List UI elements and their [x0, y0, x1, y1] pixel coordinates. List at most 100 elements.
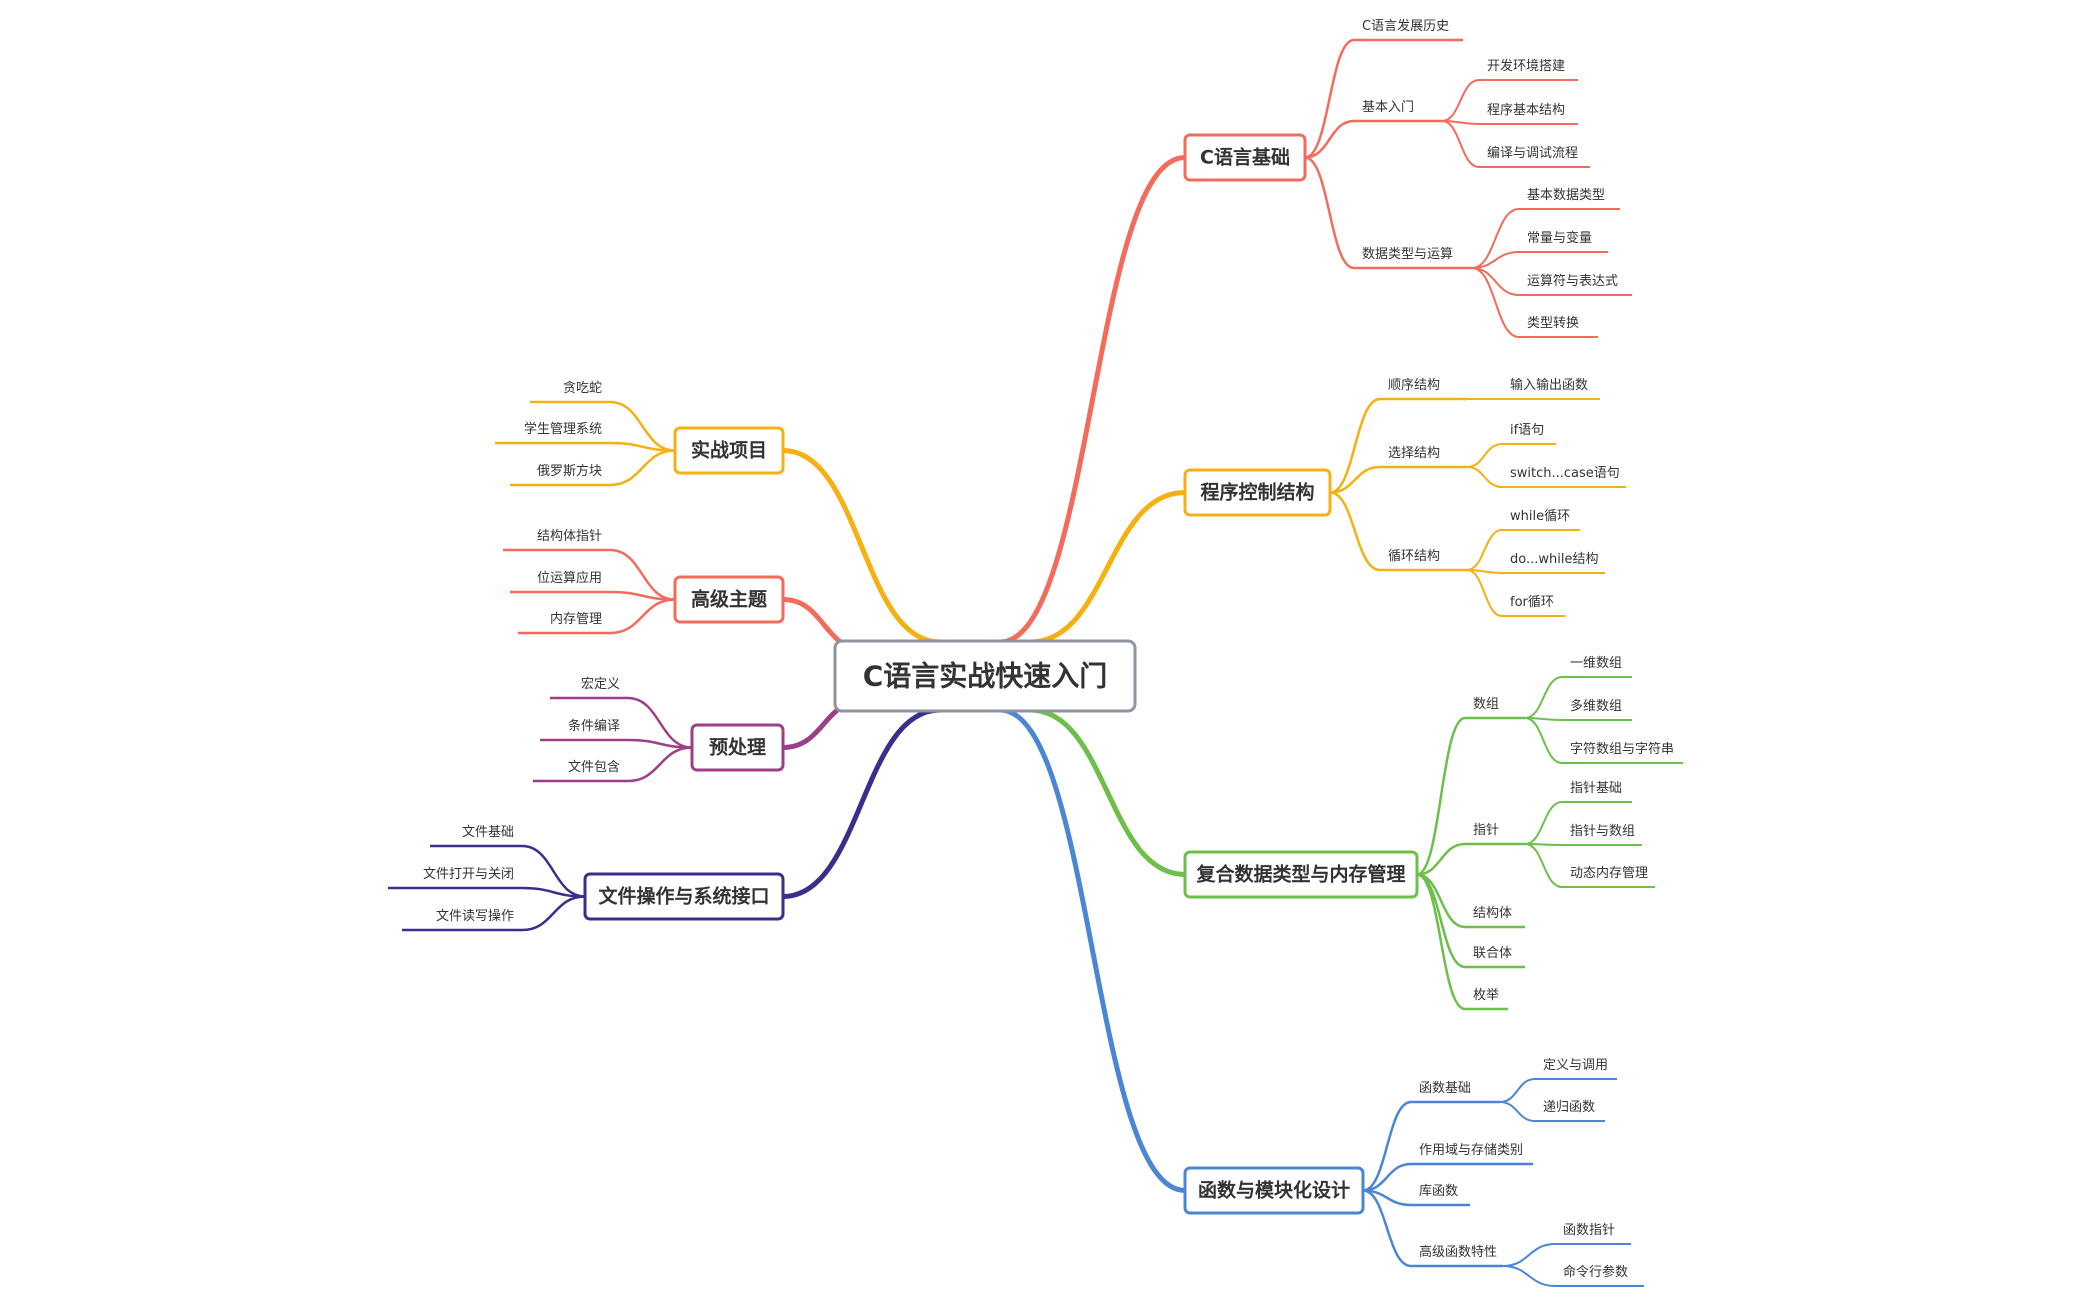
topic-projects-0[interactable]: 贪吃蛇: [563, 380, 602, 396]
child-connector: [1416, 873, 1466, 969]
branch-node-control-flow[interactable]: [1183, 468, 1332, 517]
subchild-connector: [1471, 208, 1520, 269]
branch-node-projects[interactable]: [673, 426, 785, 475]
trunk-connector: [997, 707, 1188, 1193]
topic-projects-2[interactable]: 俄罗斯方块: [537, 463, 602, 479]
subchild-connector: [1502, 1243, 1556, 1267]
topic-control-flow-0[interactable]: 顺序结构: [1388, 378, 1440, 393]
topic-control-flow-2[interactable]: 循环结构: [1388, 549, 1440, 564]
subtopic-control-flow-2-2[interactable]: for循环: [1510, 595, 1554, 610]
topic-file-ops-0[interactable]: 文件基础: [462, 825, 514, 840]
subtopic-compound-types-0-0[interactable]: 一维数组: [1570, 656, 1622, 671]
branch-node-label: 复合数据类型与内存管理: [1195, 863, 1405, 886]
topic-preprocess-2[interactable]: 文件包含: [568, 759, 620, 775]
subchild-connector: [1499, 1078, 1536, 1103]
topic-compound-types-2[interactable]: 结构体: [1473, 906, 1512, 921]
branch-node-file-ops[interactable]: [583, 872, 785, 921]
branch-node-advanced[interactable]: [673, 575, 785, 624]
child-connector: [1362, 1100, 1412, 1192]
topic-advanced-0[interactable]: 结构体指针: [537, 529, 602, 544]
child-connector: [609, 598, 676, 635]
child-connector: [1416, 842, 1466, 876]
trunk-connector: [997, 155, 1188, 645]
topic-functions-0[interactable]: 函数基础: [1419, 1081, 1471, 1096]
subtopic-compound-types-0-1[interactable]: 多维数组: [1570, 698, 1622, 714]
root-node-label: C语言实战快速入门: [863, 660, 1108, 693]
trunk-connector: [780, 448, 943, 645]
branch-node-label: 高级主题: [691, 588, 767, 611]
topic-c-basics-2[interactable]: 数据类型与运算: [1362, 247, 1453, 262]
child-connector: [1329, 491, 1381, 572]
subchild-connector: [1466, 466, 1503, 488]
topic-functions-1[interactable]: 作用域与存储类别: [1419, 1143, 1523, 1158]
child-connector: [1416, 873, 1466, 1011]
subchild-connector: [1524, 801, 1563, 845]
topic-compound-types-3[interactable]: 联合体: [1473, 946, 1512, 961]
subtopic-functions-0-1[interactable]: 递归函数: [1543, 1100, 1595, 1115]
topic-functions-3[interactable]: 高级函数特性: [1419, 1244, 1497, 1260]
connector-lines: [388, 38, 1683, 1287]
subtopic-control-flow-2-1[interactable]: do...while结构: [1510, 552, 1598, 567]
subtopic-control-flow-1-1[interactable]: switch...case语句: [1510, 466, 1620, 481]
topic-compound-types-0[interactable]: 数组: [1473, 697, 1499, 712]
branch-node-label: 文件操作与系统接口: [598, 885, 769, 908]
subtopic-functions-0-0[interactable]: 定义与调用: [1543, 1058, 1608, 1073]
topic-compound-types-4[interactable]: 枚举: [1473, 988, 1499, 1003]
branch-node-compound-types[interactable]: [1183, 850, 1419, 899]
subtopic-c-basics-1-1[interactable]: 程序基本结构: [1487, 103, 1565, 118]
branch-node-label: 实战项目: [691, 439, 767, 462]
subchild-connector: [1441, 120, 1480, 168]
subtopic-compound-types-0-2[interactable]: 字符数组与字符串: [1570, 741, 1674, 757]
subtopic-compound-types-1-2[interactable]: 动态内存管理: [1570, 865, 1648, 881]
topic-preprocess-1[interactable]: 条件编译: [568, 718, 620, 734]
topic-compound-types-1[interactable]: 指针: [1473, 823, 1499, 838]
trunk-connector: [780, 707, 943, 899]
branch-node-c-basics[interactable]: [1183, 133, 1307, 182]
subtopic-control-flow-1-0[interactable]: if语句: [1510, 423, 1544, 438]
subchild-connector: [1466, 529, 1503, 571]
child-connector: [609, 449, 676, 487]
topic-file-ops-1[interactable]: 文件打开与关闭: [423, 867, 514, 882]
topic-advanced-1[interactable]: 位运算应用: [537, 570, 602, 586]
subchild-connector: [1524, 676, 1563, 719]
topic-c-basics-1[interactable]: 基本入门: [1362, 100, 1414, 115]
subtopic-control-flow-2-0[interactable]: while循环: [1510, 509, 1570, 524]
topic-functions-2[interactable]: 库函数: [1419, 1183, 1458, 1199]
branch-node-functions[interactable]: [1183, 1166, 1365, 1215]
subtopic-functions-3-0[interactable]: 函数指针: [1563, 1223, 1615, 1238]
child-connector: [627, 738, 693, 749]
subtopic-c-basics-2-0[interactable]: 基本数据类型: [1527, 188, 1605, 203]
subchild-connector: [1502, 1265, 1556, 1287]
child-connector: [627, 696, 693, 749]
subtopic-c-basics-2-1[interactable]: 常量与变量: [1527, 230, 1592, 246]
subtopic-functions-3-1[interactable]: 命令行参数: [1563, 1264, 1628, 1280]
subtopic-compound-types-1-0[interactable]: 指针基础: [1570, 781, 1622, 796]
subtopic-c-basics-1-2[interactable]: 编译与调试流程: [1487, 146, 1578, 161]
subchild-connector: [1471, 267, 1520, 296]
branch-node-label: 程序控制结构: [1200, 481, 1314, 504]
subtopic-c-basics-2-2[interactable]: 运算符与表达式: [1527, 273, 1618, 289]
topic-control-flow-1[interactable]: 选择结构: [1388, 446, 1440, 461]
branch-node-label: C语言基础: [1200, 146, 1290, 169]
child-connector: [627, 746, 693, 783]
subtopic-c-basics-2-3[interactable]: 类型转换: [1527, 316, 1579, 331]
child-connector: [1416, 716, 1466, 876]
subchild-connector: [1466, 443, 1503, 468]
subtopic-c-basics-1-0[interactable]: 开发环境搭建: [1487, 58, 1565, 74]
subchild-connector: [1466, 569, 1503, 617]
root-node[interactable]: [833, 639, 1137, 713]
subtopic-control-flow-0-0[interactable]: 输入输出函数: [1510, 377, 1588, 393]
subchild-connector: [1524, 717, 1563, 764]
topic-c-basics-0[interactable]: C语言发展历史: [1362, 18, 1449, 34]
topic-advanced-2[interactable]: 内存管理: [550, 611, 602, 627]
topic-projects-1[interactable]: 学生管理系统: [524, 421, 602, 437]
topic-file-ops-2[interactable]: 文件读写操作: [436, 908, 514, 924]
child-connector: [1329, 465, 1381, 494]
subtopic-compound-types-1-1[interactable]: 指针与数组: [1570, 824, 1635, 839]
child-connector: [609, 400, 676, 452]
branch-node-preprocess[interactable]: [690, 723, 785, 772]
topic-preprocess-0[interactable]: 宏定义: [581, 677, 620, 692]
child-connector: [521, 895, 586, 932]
